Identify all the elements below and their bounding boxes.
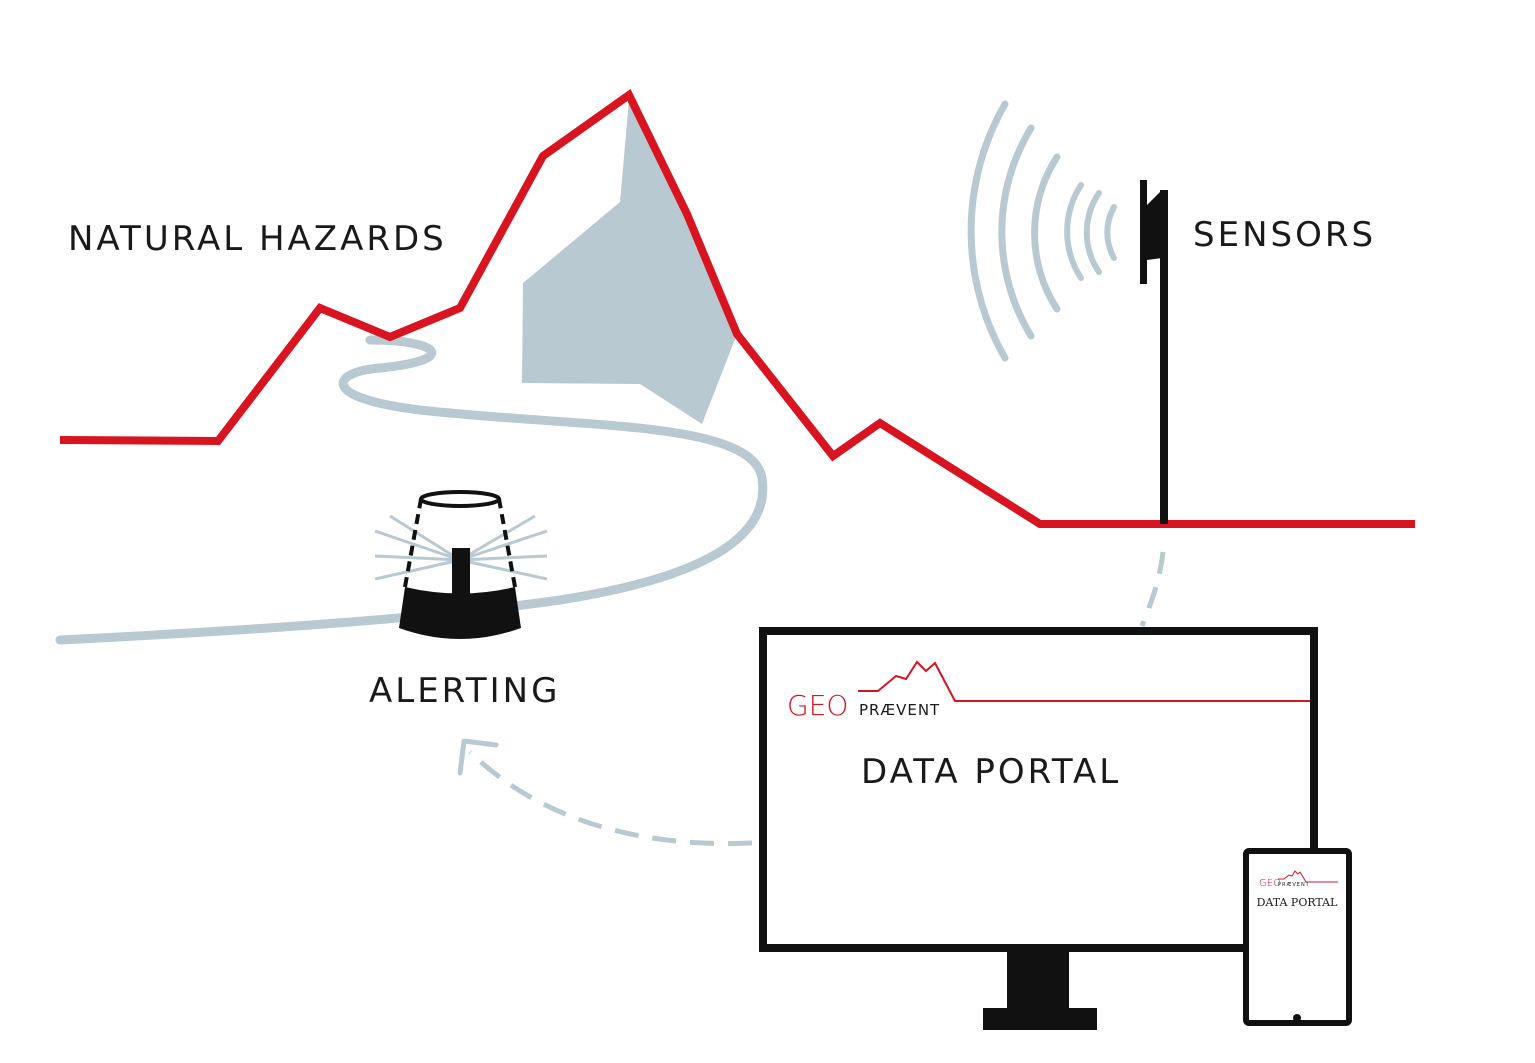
logo-geo-text: GEO [787,689,848,722]
logo-mountain-line [858,660,1310,702]
tablet-logo-praevent-text: PRÆVENT [1278,882,1310,888]
mountain-hazard-line [59,89,1415,528]
monitor-icon [759,627,1318,1030]
siren-icon [374,490,548,639]
signal-waves-icon [967,100,1117,362]
tablet-logo-geo-text: GEO [1259,878,1281,889]
arrow-head-icon [457,738,499,776]
sensors-label: SENSORS [1193,215,1376,255]
rock-slope-shape [522,100,737,424]
geopraevent-logo: GEO PRÆVENT [787,660,1310,722]
sensor-mast [1140,180,1168,524]
natural-hazards-label: NATURAL HAZARDS [68,219,447,259]
tablet-data-portal-label: DATA PORTAL [1257,896,1339,909]
tablet-logo-mountain-line [1278,870,1338,883]
data-portal-label: DATA PORTAL [861,752,1121,792]
dashed-arrow-portal-to-alerting [468,750,753,847]
dashed-link-sensor-to-portal [1139,551,1166,627]
tablet-icon: GEO PRÆVENT DATA PORTAL [1243,848,1352,1026]
alerting-label: ALERTING [369,671,560,711]
logo-praevent-text: PRÆVENT [859,701,940,719]
